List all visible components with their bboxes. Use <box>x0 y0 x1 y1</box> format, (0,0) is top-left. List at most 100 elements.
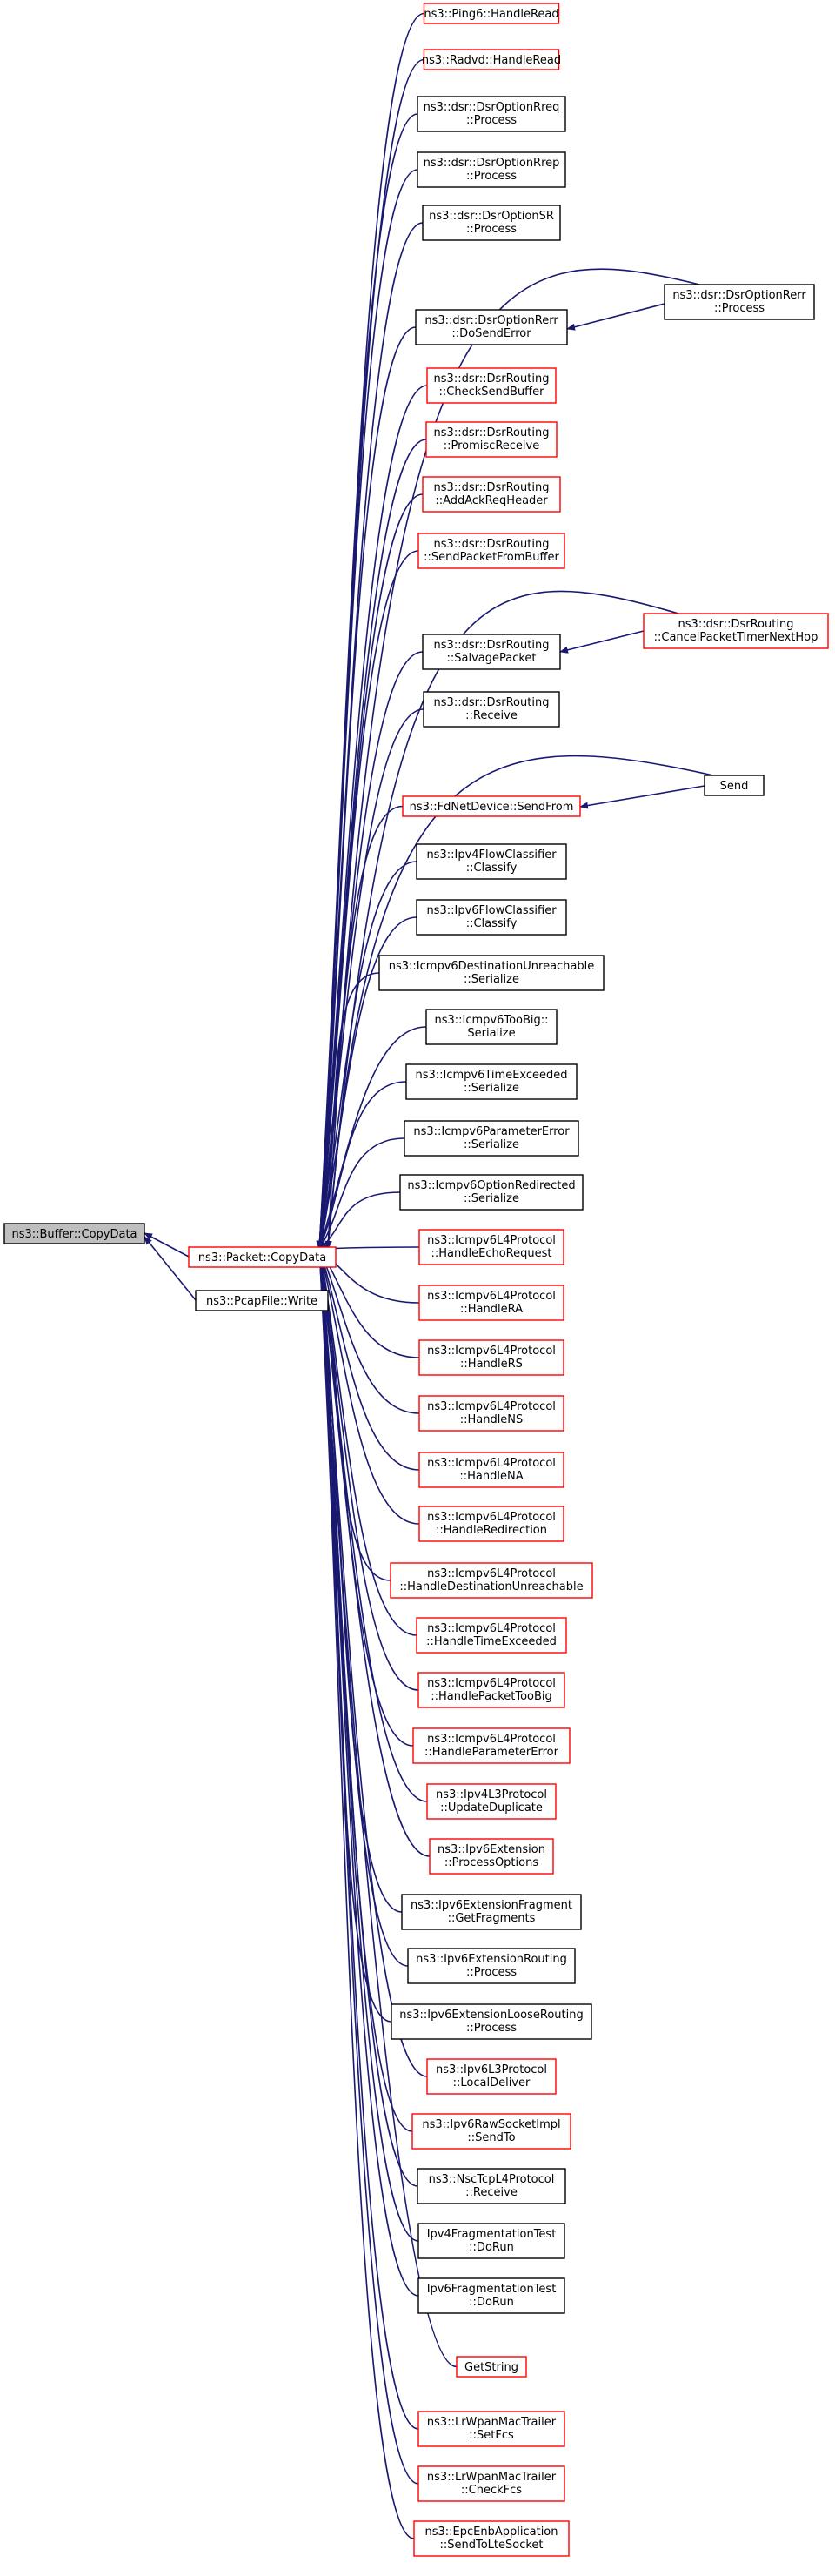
node-label-line: ns3::Icmpv6L4Protocol <box>427 1622 556 1635</box>
graph-node-n28[interactable]: ns3::Icmpv6L4Protocol::HandlePacketTooBi… <box>418 1672 565 1708</box>
graph-node-n14[interactable]: ns3::Ipv6FlowClassifier::Classify <box>416 899 567 936</box>
graph-node-n43[interactable]: ns3::EpcEnbApplication::SendToLteSocket <box>413 2520 570 2557</box>
graph-node-n37[interactable]: ns3::NscTcpL4Protocol::Receive <box>417 2168 566 2204</box>
node-label-line: ns3::NscTcpL4Protocol <box>429 2173 555 2186</box>
graph-node-n39[interactable]: Ipv6FragmentationTest::DoRun <box>418 2277 565 2314</box>
graph-node-n1[interactable]: ns3::Radvd::HandleRead <box>422 49 561 70</box>
graph-node-n9[interactable]: ns3::dsr::DsrRouting::SendPacketFromBuff… <box>418 533 565 569</box>
graph-node-n3[interactable]: ns3::dsr::DsrOptionRrep::Process <box>417 151 566 188</box>
node-box <box>418 1395 564 1432</box>
graph-node-n40[interactable]: GetString <box>456 2356 527 2378</box>
node-box <box>426 2058 557 2095</box>
node-label-line: ::Process <box>466 2022 517 2035</box>
graph-node-n19[interactable]: ns3::Icmpv6OptionRedirected::Serialize <box>399 1174 584 1211</box>
graph-node-n30[interactable]: ns3::Ipv4L3Protocol::UpdateDuplicate <box>426 1783 557 1820</box>
node-label-line: ::SetFcs <box>469 2429 514 2442</box>
node-label-line: ::Serialize <box>464 1138 519 1151</box>
graph-node-n41[interactable]: ns3::LrWpanMacTrailer::SetFcs <box>418 2411 565 2447</box>
edge-pcap-to-root <box>144 1236 197 1301</box>
graph-node-n16[interactable]: ns3::Icmpv6TooBig::Serialize <box>425 1009 558 1045</box>
graph-node-n21[interactable]: ns3::Icmpv6L4Protocol::HandleRA <box>418 1285 564 1321</box>
node-label-line: ::CheckFcs <box>461 2484 522 2497</box>
node-label-line: ns3::Packet::CopyData <box>198 1251 326 1265</box>
edge-n38-to-copydata <box>316 1248 419 2242</box>
node-label-line: ns3::Icmpv6L4Protocol <box>427 1511 556 1524</box>
node-box <box>418 1285 564 1321</box>
graph-node-n26[interactable]: ns3::Icmpv6L4Protocol::HandleDestination… <box>390 1562 593 1599</box>
graph-node-n2[interactable]: ns3::dsr::DsrOptionRreq::Process <box>417 96 566 132</box>
graph-node-pcap[interactable]: ns3::PcapFile::Write <box>195 1290 329 1311</box>
node-label-line: ns3::dsr::DsrRouting <box>434 481 550 494</box>
node-box <box>195 1290 329 1311</box>
edge-n31-to-copydata <box>317 1248 431 1857</box>
graph-node-n18[interactable]: ns3::Icmpv6ParameterError::Serialize <box>404 1120 579 1157</box>
graph-node-x3[interactable]: Send <box>704 775 765 796</box>
graph-node-n34[interactable]: ns3::Ipv6ExtensionLooseRouting::Process <box>391 2003 592 2040</box>
graph-node-n12[interactable]: ns3::FdNetDevice::SendFrom <box>402 795 581 817</box>
node-box <box>416 899 567 936</box>
graph-node-n11[interactable]: ns3::dsr::DsrRouting::Receive <box>423 691 560 728</box>
graph-node-n33[interactable]: ns3::Ipv6ExtensionRouting::Process <box>407 1948 576 1984</box>
node-label-line: ns3::EpcEnbApplication <box>425 2526 558 2539</box>
graph-node-n7[interactable]: ns3::dsr::DsrRouting::PromiscReceive <box>425 421 558 458</box>
graph-node-n35[interactable]: ns3::Ipv6L3Protocol::LocalDeliver <box>426 2058 557 2095</box>
graph-node-n10[interactable]: ns3::dsr::DsrRouting::SalvagePacket <box>422 634 561 670</box>
node-label-line: ns3::Ipv6ExtensionFragment <box>411 1899 572 1912</box>
node-label-line: ::LocalDeliver <box>453 2076 531 2090</box>
node-label-line: ::CheckSendBuffer <box>439 386 545 399</box>
graph-node-n22[interactable]: ns3::Icmpv6L4Protocol::HandleRS <box>418 1339 564 1376</box>
graph-node-n23[interactable]: ns3::Icmpv6L4Protocol::HandleNS <box>418 1395 564 1432</box>
node-label-line: ns3::FdNetDevice::SendFrom <box>410 801 574 814</box>
edge-n25-to-copydata <box>317 1248 420 1525</box>
edge-n14-to-copydata <box>317 916 418 1250</box>
node-box <box>418 1672 565 1708</box>
graph-node-n8[interactable]: ns3::dsr::DsrRouting::AddAckReqHeader <box>422 476 561 513</box>
graph-node-n27[interactable]: ns3::Icmpv6L4Protocol::HandleTimeExceede… <box>416 1617 567 1654</box>
node-label-line: ns3::dsr::DsrOptionRreq <box>424 101 560 114</box>
node-label-line: ns3::dsr::DsrOptionRerr <box>424 314 558 327</box>
node-label-line: ::SendToLteSocket <box>439 2539 543 2552</box>
graph-node-copy[interactable]: ns3::Packet::CopyData <box>188 1246 337 1268</box>
node-box <box>416 843 567 880</box>
graph-node-n0[interactable]: ns3::Ping6::HandleRead <box>423 3 560 24</box>
node-label-line: ::Serialize <box>464 1192 519 1205</box>
graph-node-n6[interactable]: ns3::dsr::DsrRouting::CheckSendBuffer <box>426 367 557 404</box>
node-label-line: ::DoRun <box>469 2241 514 2254</box>
node-label-line: ::HandleEchoRequest <box>431 1247 552 1260</box>
graph-node-n4[interactable]: ns3::dsr::DsrOptionSR::Process <box>422 205 561 241</box>
graph-node-n38[interactable]: Ipv4FragmentationTest::DoRun <box>418 2223 565 2259</box>
graph-node-n20[interactable]: ns3::Icmpv6L4Protocol::HandleEchoRequest <box>418 1229 564 1265</box>
graph-node-n29[interactable]: ns3::Icmpv6L4Protocol::HandleParameterEr… <box>412 1727 571 1764</box>
edge-rerr-process-to-dosenderror <box>566 303 665 331</box>
node-label-line: ns3::Icmpv6L4Protocol <box>427 1345 556 1358</box>
node-label-line: ns3::Ipv6ExtensionRouting <box>416 1953 567 1966</box>
graph-node-n17[interactable]: ns3::Icmpv6TimeExceeded::Serialize <box>405 1063 578 1100</box>
graph-node-n25[interactable]: ns3::Icmpv6L4Protocol::HandleRedirection <box>418 1506 564 1542</box>
node-label-line: ns3::Icmpv6TimeExceeded <box>415 1069 567 1082</box>
graph-node-n31[interactable]: ns3::Ipv6Extension::ProcessOptions <box>429 1838 554 1875</box>
node-label-line: ns3::Icmpv6L4Protocol <box>427 1400 556 1413</box>
graph-node-n5[interactable]: ns3::dsr::DsrOptionRerr::DoSendError <box>415 309 568 345</box>
graph-node-x2[interactable]: ns3::dsr::DsrRouting::CancelPacketTimerN… <box>643 613 829 649</box>
node-label-line: ::HandleDestinationUnreachable <box>399 1580 583 1593</box>
node-box <box>3 1223 145 1244</box>
node-label-line: ns3::Icmpv6L4Protocol <box>427 1234 556 1247</box>
node-box <box>402 795 581 817</box>
node-box <box>415 309 568 345</box>
node-label-line: ns3::Icmpv6L4Protocol <box>427 1457 556 1470</box>
graph-node-x1[interactable]: ns3::dsr::DsrOptionRerr::Process <box>664 284 815 320</box>
graph-node-n24[interactable]: ns3::Icmpv6L4Protocol::HandleNA <box>418 1452 564 1488</box>
node-box <box>422 476 561 513</box>
node-label-line: ::SendPacketFromBuffer <box>424 551 559 564</box>
graph-node-n42[interactable]: ns3::LrWpanMacTrailer::CheckFcs <box>418 2465 565 2502</box>
graph-node-n13[interactable]: ns3::Ipv4FlowClassifier::Classify <box>416 843 567 880</box>
node-label-line: Send <box>720 780 749 793</box>
node-box <box>417 96 566 132</box>
node-box <box>456 2356 527 2378</box>
node-label-line: ns3::Icmpv6OptionRedirected <box>407 1179 575 1192</box>
graph-node-n15[interactable]: ns3::Icmpv6DestinationUnreachable::Seria… <box>378 955 605 991</box>
graph-node-n32[interactable]: ns3::Ipv6ExtensionFragment::GetFragments <box>401 1894 582 1930</box>
graph-node-n36[interactable]: ns3::Ipv6RawSocketImpl::SendTo <box>411 2113 571 2150</box>
edge-n42-to-copydata <box>316 1248 419 2485</box>
node-label-line: ns3::dsr::DsrRouting <box>434 426 550 439</box>
